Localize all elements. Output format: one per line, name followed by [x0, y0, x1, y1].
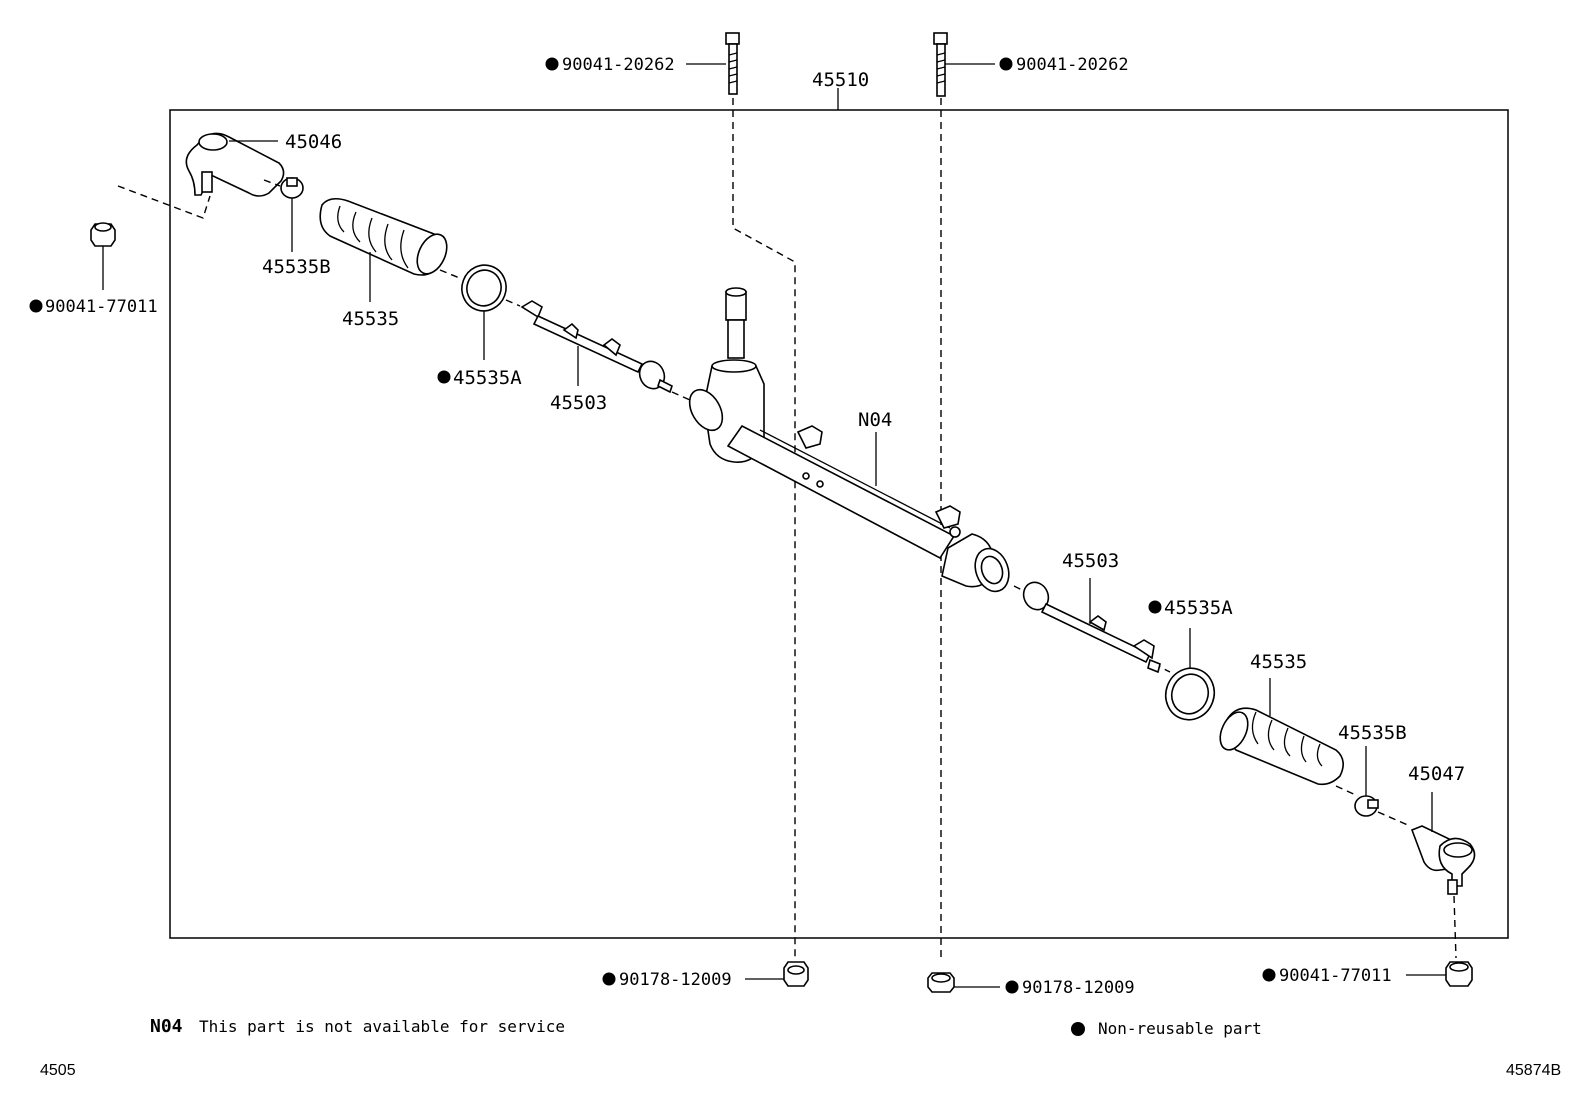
assembly-number-label[interactable]: 45510 — [812, 69, 869, 91]
tie-rod-end-rh-label[interactable]: 45047 — [1408, 763, 1465, 785]
rack-end-rh[interactable] — [1019, 578, 1161, 674]
boot-rh-label[interactable]: 45535 — [1250, 651, 1307, 673]
clamp-a-lh[interactable] — [455, 259, 512, 317]
tie-rod-end-lh-label[interactable]: 45046 — [285, 131, 342, 153]
note-n04-code: N04 — [150, 1016, 183, 1037]
note-nonreusable: Non-reusable part — [1098, 1019, 1262, 1038]
rack-end-lh[interactable] — [520, 300, 673, 394]
tie-rod-end-lh[interactable] — [185, 132, 285, 197]
clamp-a-rh-label[interactable]: 45535A — [1164, 597, 1233, 619]
rack-end-rh-label[interactable]: 45503 — [1062, 550, 1119, 572]
boot-lh[interactable] — [319, 197, 452, 279]
nut-tie-rod-rh[interactable] — [1445, 961, 1473, 987]
bolt-left[interactable] — [725, 32, 740, 95]
clamp-a-rh[interactable] — [1159, 661, 1222, 726]
nut-tie-rod-rh-label[interactable]: 90041-77011 — [1279, 966, 1392, 986]
clamp-b-rh-label[interactable]: 45535B — [1338, 722, 1407, 744]
note-n04-text: This part is not available for service — [199, 1017, 565, 1036]
gear-housing-label[interactable]: N04 — [858, 409, 892, 431]
rack-end-lh-label[interactable]: 45503 — [550, 392, 607, 414]
footer-right-code: 45874B — [1506, 1062, 1561, 1079]
gear-housing[interactable] — [683, 287, 1015, 596]
nut-tie-rod-lh-label[interactable]: 90041-77011 — [45, 297, 158, 317]
nut-bottom-left[interactable] — [783, 961, 809, 987]
bolt-right-label[interactable]: 90041-20262 — [1016, 55, 1129, 75]
tie-rod-end-rh[interactable] — [1410, 825, 1476, 895]
boot-lh-label[interactable]: 45535 — [342, 308, 399, 330]
bolt-left-label[interactable]: 90041-20262 — [562, 55, 675, 75]
clamp-a-lh-label[interactable]: 45535A — [453, 367, 522, 389]
clamp-b-lh[interactable] — [280, 177, 304, 199]
footer-left-code: 4505 — [40, 1062, 76, 1079]
nut-bottom-right[interactable] — [927, 972, 955, 993]
nut-tie-rod-lh[interactable] — [90, 222, 116, 247]
clamp-b-rh[interactable] — [1354, 795, 1379, 817]
bolt-right[interactable] — [933, 32, 948, 97]
boot-rh[interactable] — [1215, 707, 1344, 786]
assembly-boundary — [169, 109, 1509, 939]
nut-bottom-right-label[interactable]: 90178-12009 — [1022, 978, 1135, 998]
nut-bottom-left-label[interactable]: 90178-12009 — [619, 970, 732, 990]
clamp-b-lh-label[interactable]: 45535B — [262, 256, 331, 278]
